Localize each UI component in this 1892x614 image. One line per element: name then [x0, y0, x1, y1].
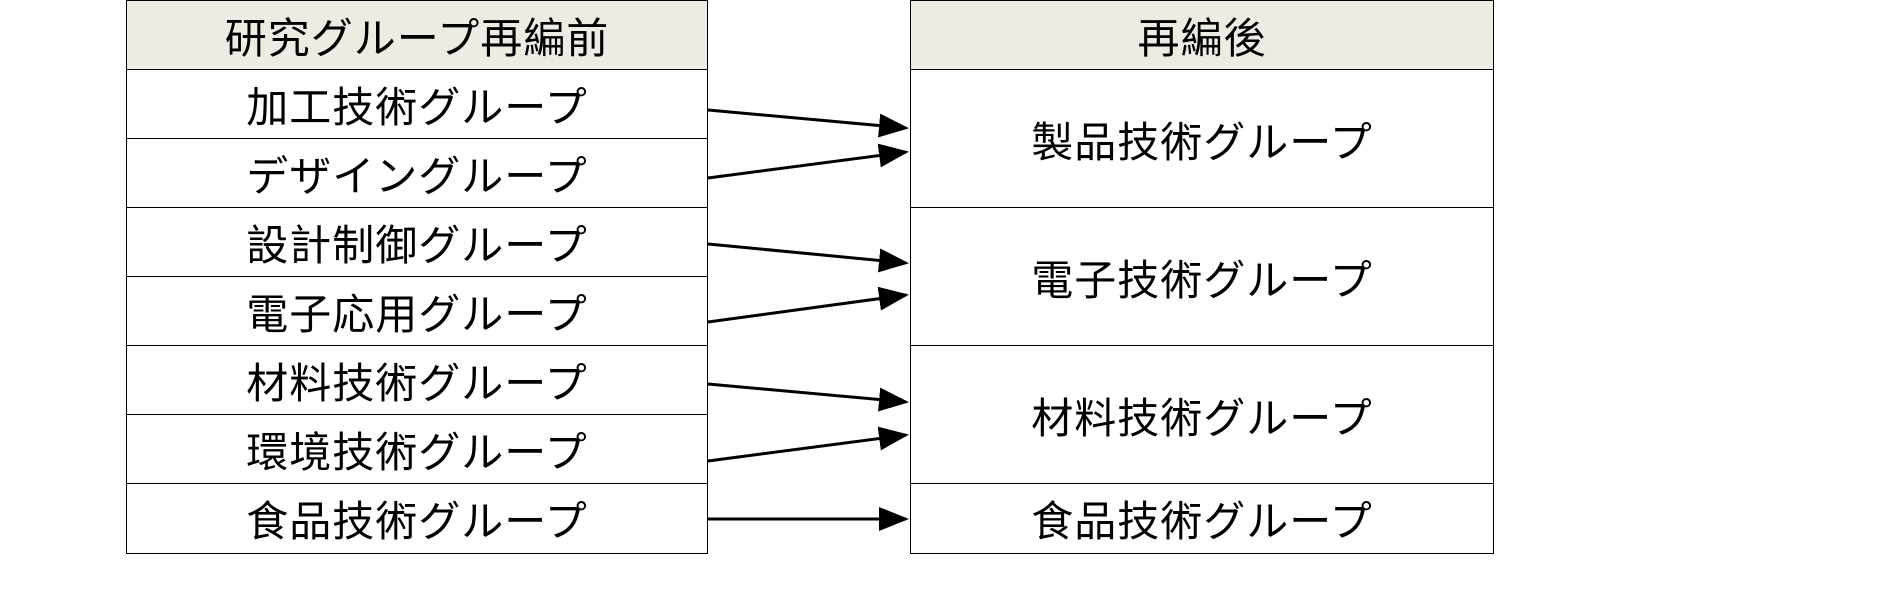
before-group-row: 電子応用グループ	[126, 276, 708, 347]
before-group-row: デザイングループ	[126, 138, 708, 209]
after-header: 再編後	[910, 0, 1494, 71]
before-group-row: 設計制御グループ	[126, 207, 708, 278]
after-group-row: 材料技術グループ	[910, 345, 1494, 485]
after-group-row: 製品技術グループ	[910, 69, 1494, 209]
after-group-row: 食品技術グループ	[910, 483, 1494, 554]
after-group-row: 電子技術グループ	[910, 207, 1494, 347]
before-group-row: 材料技術グループ	[126, 345, 708, 416]
arrow-kakou-to-seihin	[707, 108, 909, 138]
before-header: 研究グループ再編前	[126, 0, 708, 71]
before-group-row: 食品技術グループ	[126, 483, 708, 554]
arrow-sekkei-to-denshi	[707, 242, 909, 273]
before-group-row: 環境技術グループ	[126, 414, 708, 485]
arrow-denshioyo-to-denshi	[707, 286, 909, 324]
arrow-kankyo-to-zairyo	[707, 426, 909, 463]
arrow-zairyo-to-zairyo	[707, 382, 909, 412]
arrow-design-to-seihin	[707, 143, 909, 180]
